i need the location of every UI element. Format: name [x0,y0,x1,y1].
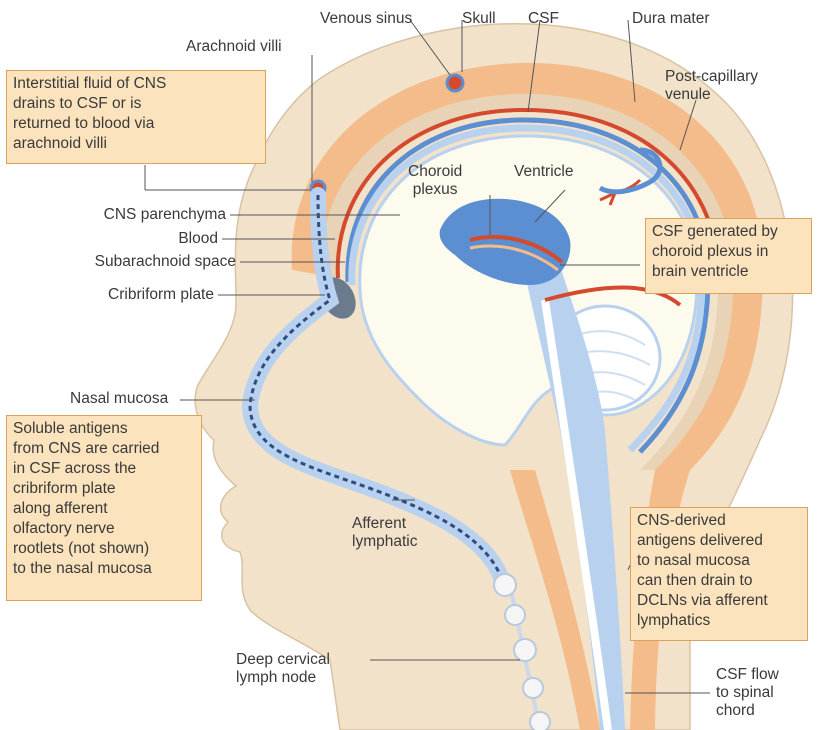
label-cns-parenchyma: CNS parenchyma [60,206,226,224]
callout-line: to the nasal mucosa [13,559,195,579]
callout-line: returned to blood via [13,114,259,134]
callout-line: Soluble antigens [13,419,195,439]
callout-line: CNS-derived [637,511,801,531]
label-post-capillary-venule: Post-capillary venule [665,68,758,104]
callout-line: cribriform plate [13,479,195,499]
label-choroid-line-2: plexus [408,181,462,199]
label-post-capillary-line-2: venule [665,86,758,104]
callout-line: lymphatics [637,611,801,631]
label-dcln-line-2: lymph node [236,669,330,687]
lymph-node [514,639,536,661]
callout-line: choroid plexus in [652,242,805,262]
lymph-node [494,574,516,596]
label-skull: Skull [462,10,496,28]
label-venous-sinus: Venous sinus [320,10,412,28]
callout-cns-derived: CNS-derived antigens delivered to nasal … [630,507,808,641]
callout-line: along afferent [13,499,195,519]
callout-soluble-antigens: Soluble antigens from CNS are carried in… [6,415,202,601]
label-choroid-plexus: Choroid plexus [408,163,462,199]
callout-line: drains to CSF or is [13,94,259,114]
lymph-node [505,605,525,625]
lymph-node [523,678,543,698]
label-afferent-line-2: lymphatic [352,533,417,551]
callout-csf-generated: CSF generated by choroid plexus in brain… [645,218,812,294]
label-csf-flow-line-1: CSF flow [716,666,779,684]
label-csf-flow-line-2: to spinal [716,684,779,702]
callout-line: Interstitial fluid of CNS [13,74,259,94]
callout-line: to nasal mucosa [637,551,801,571]
callout-interstitial-fluid: Interstitial fluid of CNS drains to CSF … [6,70,266,164]
label-deep-cervical-lymph-node: Deep cervical lymph node [236,651,330,687]
label-subarachnoid-space: Subarachnoid space [40,253,236,271]
label-csf: CSF [528,10,559,28]
callout-line: brain ventricle [652,262,805,282]
callout-line: can then drain to [637,571,801,591]
label-cribriform-plate: Cribriform plate [60,286,214,304]
label-dcln-line-1: Deep cervical [236,651,330,669]
label-afferent-line-1: Afferent [352,515,417,533]
callout-line: olfactory nerve [13,519,195,539]
callout-line: CSF generated by [652,222,805,242]
lymph-node [530,712,550,730]
callout-line: DCLNs via afferent [637,591,801,611]
label-post-capillary-line-1: Post-capillary [665,68,758,86]
label-blood: Blood [120,230,218,248]
label-dura-mater: Dura mater [632,10,710,28]
callout-line: rootlets (not shown) [13,539,195,559]
callout-line: arachnoid villi [13,134,259,154]
callout-line: from CNS are carried [13,439,195,459]
label-nasal-mucosa: Nasal mucosa [70,390,168,408]
label-ventricle: Ventricle [514,163,573,181]
label-csf-flow-line-3: chord [716,702,779,720]
callout-line: in CSF across the [13,459,195,479]
label-csf-flow: CSF flow to spinal chord [716,666,779,720]
label-afferent-lymphatic: Afferent lymphatic [352,515,417,551]
label-arachnoid-villi: Arachnoid villi [186,38,282,56]
label-choroid-line-1: Choroid [408,163,462,181]
venous-sinus-shape [447,75,463,91]
callout-line: antigens delivered [637,531,801,551]
